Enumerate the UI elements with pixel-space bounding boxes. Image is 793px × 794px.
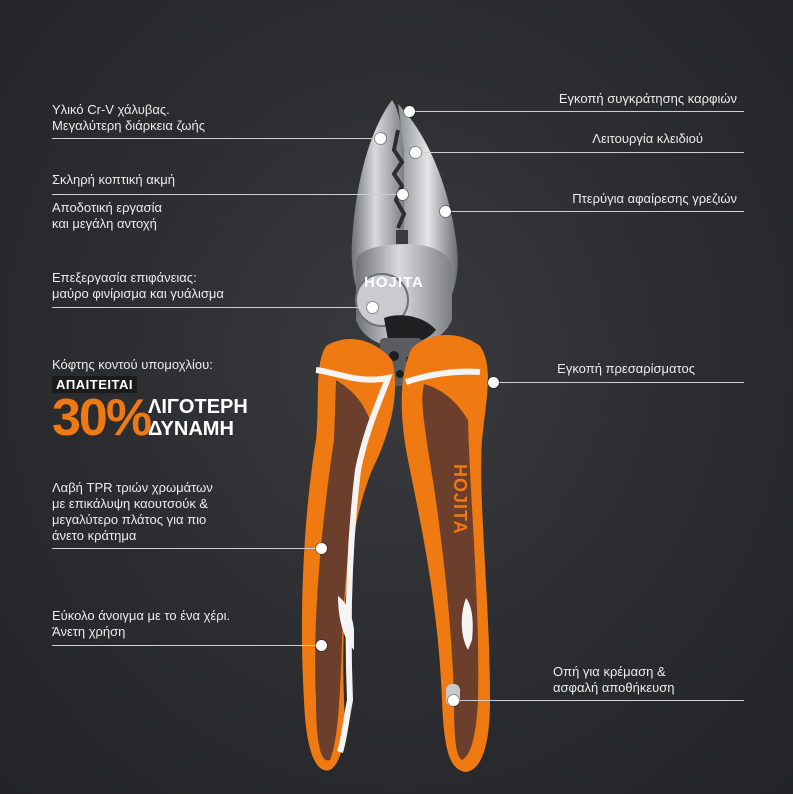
callout-line-grip [52, 548, 320, 549]
callout-line-nail [412, 111, 744, 112]
marker-dot-burr [440, 206, 451, 217]
marker-dot-edge [397, 189, 408, 200]
callout-material: Υλικό Cr-V χάλυβας. Μεγαλύτερη διάρκεια … [52, 102, 205, 133]
pivot-rivet [355, 273, 409, 327]
marker-dot-grip [316, 543, 327, 554]
callout-efficient: Αποδοτική εργασία και μεγάλη αντοχή [52, 200, 162, 231]
marker-dot-material [375, 133, 386, 144]
callout-wrench: Λειτουργία κλειδιού [592, 131, 703, 146]
marker-dot-surface [367, 302, 378, 313]
callout-crimp: Εγκοπή πρεσαρίσματος [557, 361, 695, 376]
promo-top: ΑΠΑΙΤΕΙΤΑΙ [52, 376, 137, 393]
callout-surface: Επεξεργασία επιφάνειας: μαύρο φινίρισμα … [52, 270, 224, 301]
promo-percent: 30% [52, 389, 152, 447]
marker-dot-opening [316, 640, 327, 651]
brand-head: HOJITA [364, 274, 424, 291]
callout-cutter: Κόφτης κοντού υπομοχλίου: [52, 357, 213, 372]
callout-line-material [52, 138, 380, 139]
callout-line-hang [458, 700, 744, 701]
callout-grip: Λαβή TPR τριών χρωμάτων με επικάλυψη καο… [52, 480, 213, 543]
callout-line-edge [52, 194, 402, 195]
callout-line-burr [450, 211, 744, 212]
marker-dot-nail [404, 106, 415, 117]
jaw-teeth [391, 129, 407, 229]
promo-line1: ΛΙΓΟΤΕΡΗ [148, 396, 248, 418]
marker-dot-wrench [410, 147, 421, 158]
callout-line-opening [52, 645, 320, 646]
callout-burr: Πτερύγια αφαίρεσης γρεζιών [572, 191, 737, 206]
callout-line-surface [52, 307, 372, 308]
callout-line-wrench [418, 152, 744, 153]
callout-hang: Οπή για κρέμαση & ασφαλή αποθήκευση [553, 664, 675, 695]
marker-dot-crimp [488, 377, 499, 388]
callout-line-crimp [496, 382, 744, 383]
promo-line2: ΔΥΝΑΜΗ [148, 418, 234, 440]
brand-handle: HOJITA [450, 464, 470, 535]
callout-nail: Εγκοπή συγκράτησης καρφιών [558, 91, 737, 106]
callout-opening: Εύκολο άνοιγμα με το ένα χέρι. Άνετη χρή… [52, 608, 231, 639]
marker-dot-hang [448, 695, 459, 706]
callout-edge: Σκληρή κοπτική ακμή [52, 172, 175, 187]
